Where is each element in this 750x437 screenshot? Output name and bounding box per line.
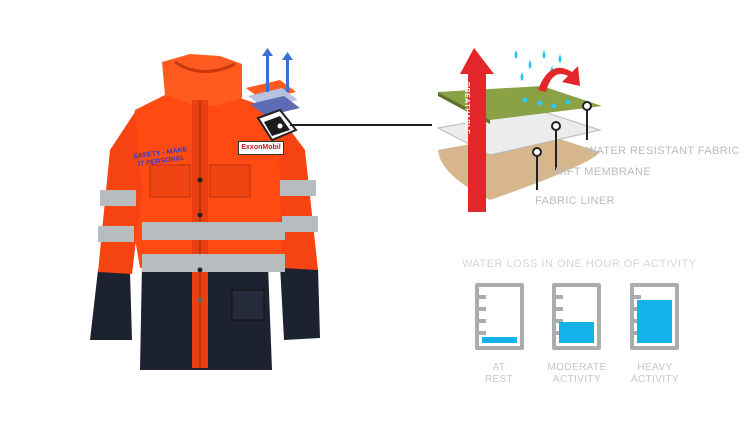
- brand-patch: ExxonMobil: [238, 141, 284, 155]
- beaker-label-line1: HEAVY: [637, 362, 673, 373]
- connector-line: [290, 124, 432, 126]
- beaker-fill: [637, 300, 672, 343]
- beaker-label-line1: MODERATE: [547, 362, 607, 373]
- jacket-image: [90, 54, 320, 370]
- beaker-label-line2: ACTIVITY: [630, 374, 680, 385]
- breathable-arrow-text: BREATHABLE: [463, 82, 470, 135]
- beaker-heavy-activity: [630, 283, 679, 350]
- label-rift-membrane: RIFT MEMBRANE: [555, 166, 652, 178]
- label-fabric-liner: FABRIC LINER: [535, 195, 615, 207]
- beaker-at-rest: [475, 283, 524, 350]
- beaker-label-line1: AT: [492, 362, 506, 373]
- beaker-moderate-activity: [552, 283, 601, 350]
- fabric-layer-diagram: [436, 48, 602, 212]
- label-water-resistant-fabric: WATER RESISTANT FABRIC: [586, 145, 740, 157]
- beaker-label-line2: ACTIVITY: [552, 374, 602, 385]
- water-loss-title: WATER LOSS IN ONE HOUR OF ACTIVITY: [462, 258, 697, 270]
- beaker-label-moderate: MODERATE ACTIVITY: [542, 362, 612, 386]
- shoulder-layer-icon: [246, 48, 300, 142]
- beaker-fill: [559, 322, 594, 343]
- beaker-fill: [482, 337, 517, 343]
- beaker-label-heavy: HEAVY ACTIVITY: [620, 362, 690, 386]
- beaker-label-line2: REST: [484, 374, 514, 385]
- beaker-label-rest: AT REST: [464, 362, 534, 386]
